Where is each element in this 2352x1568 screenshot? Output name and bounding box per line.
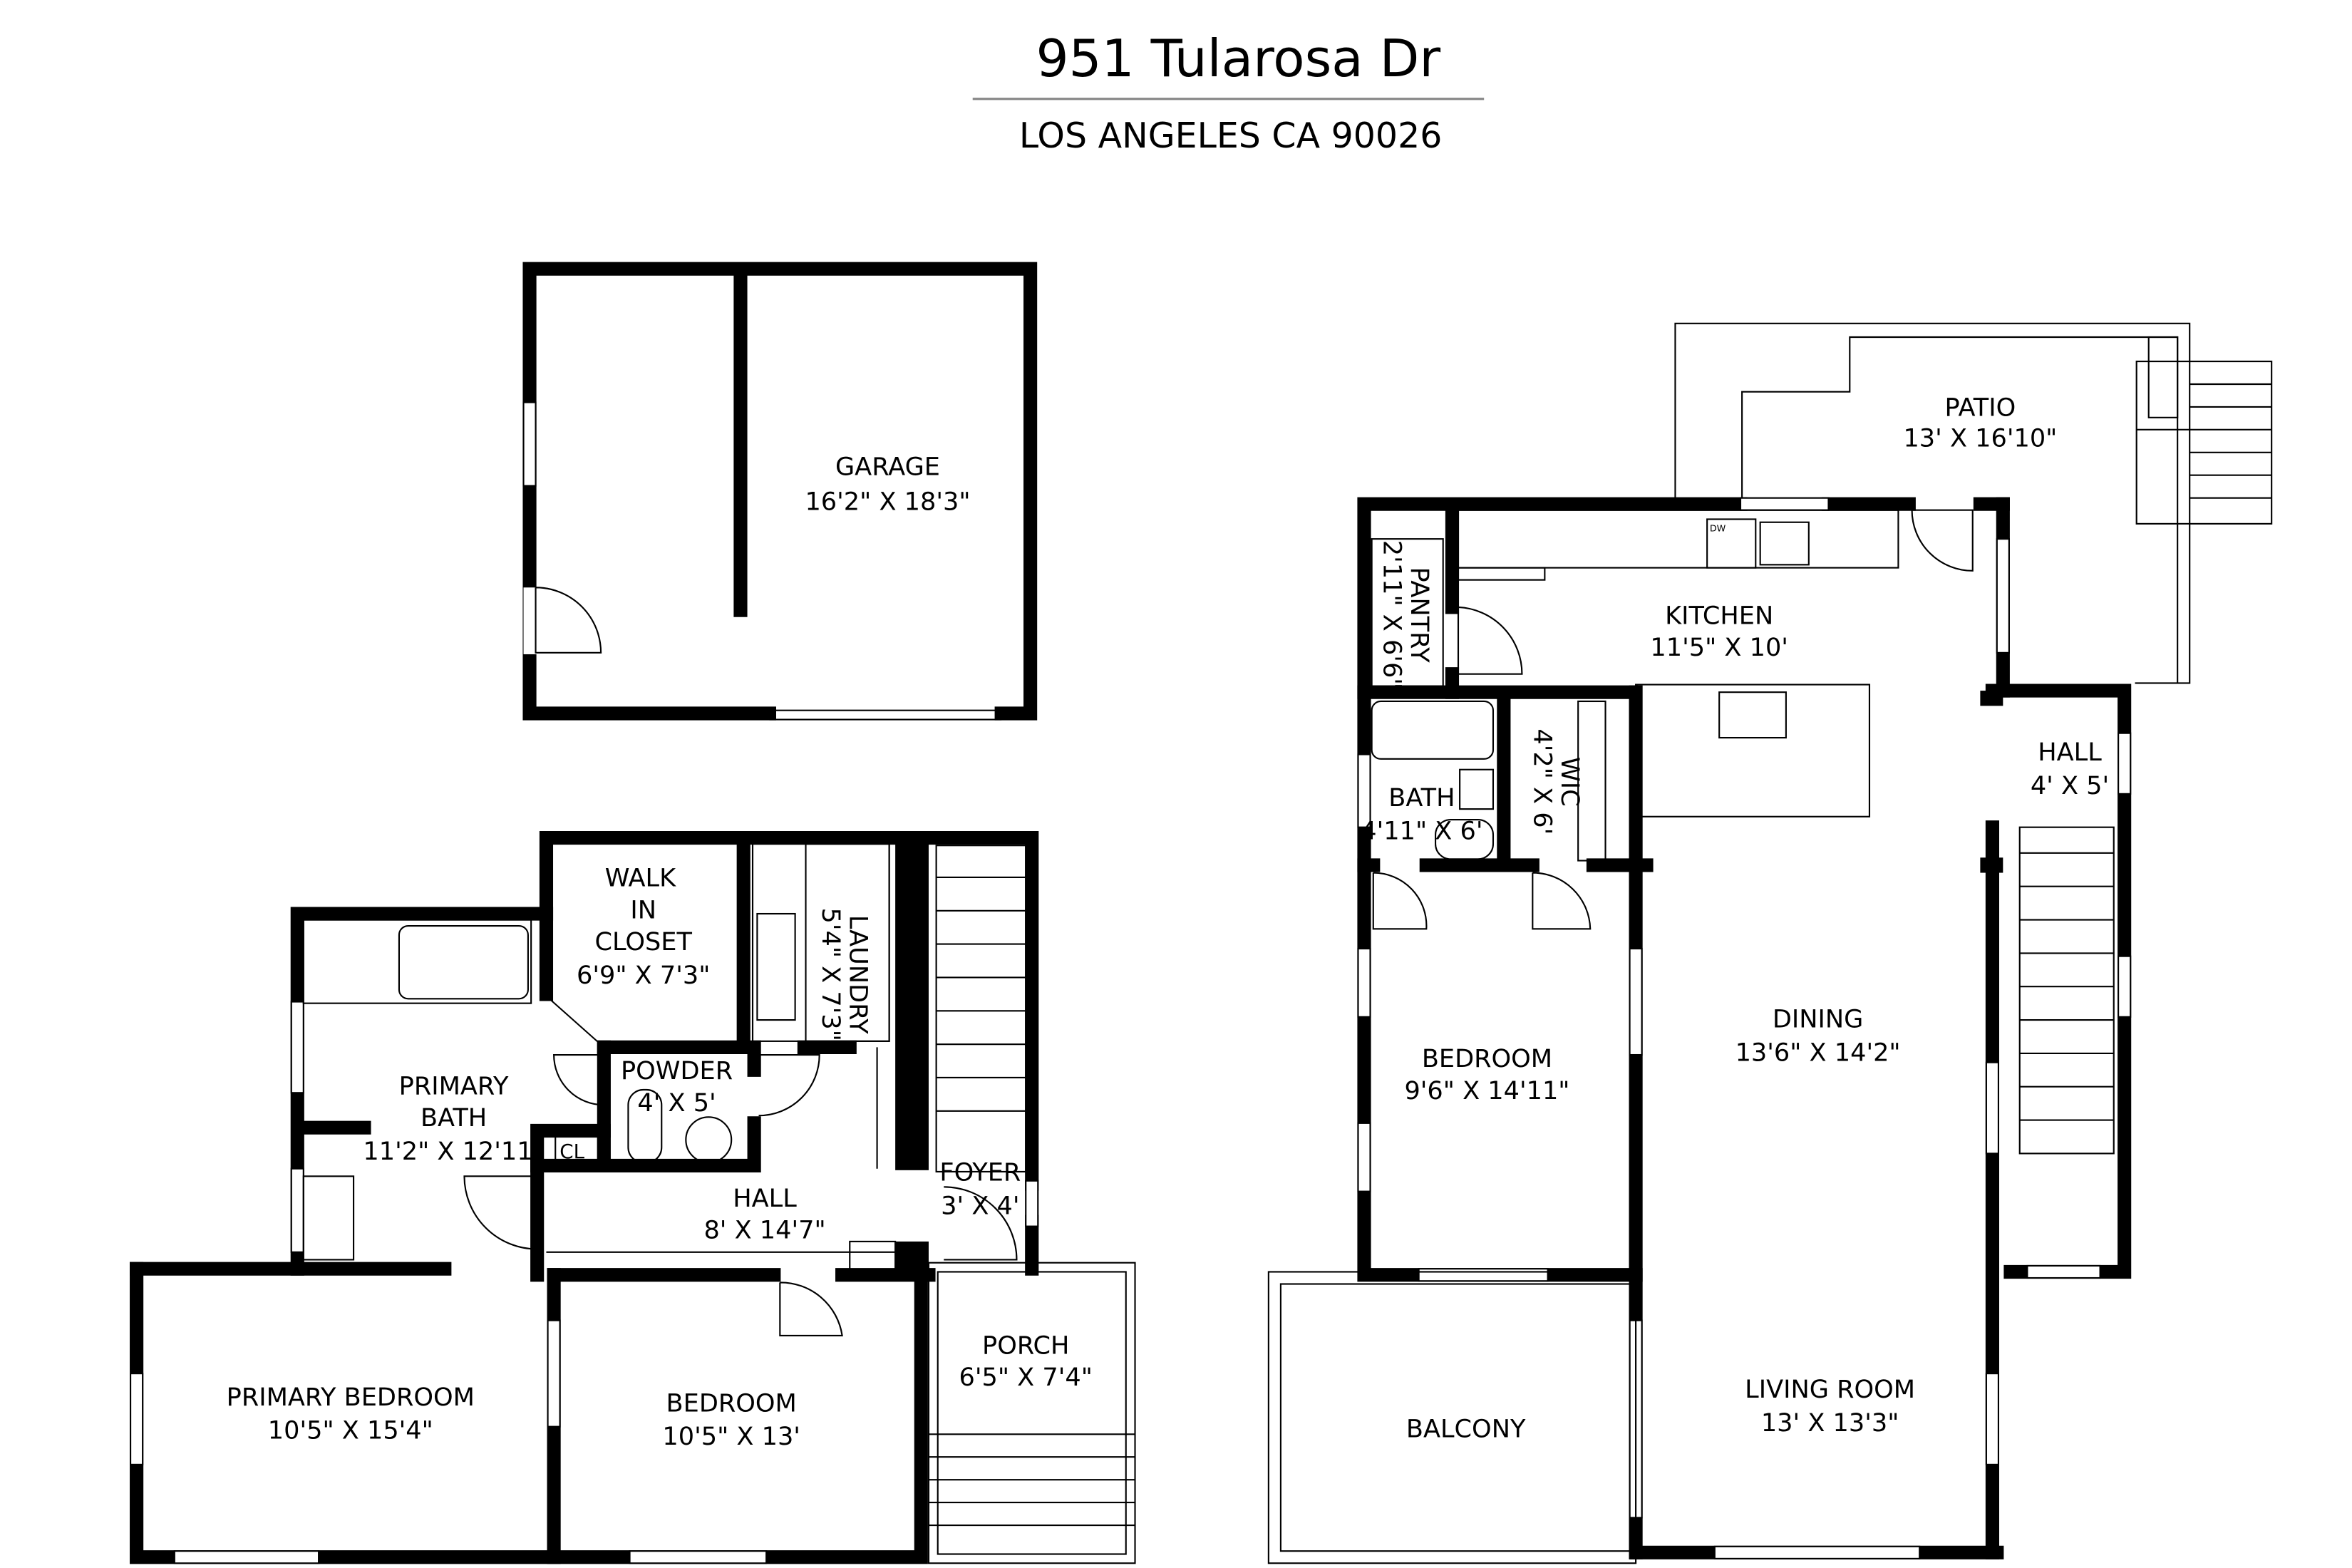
lower-floor-plan [130, 830, 1136, 1564]
dishwasher-label: DW [1710, 524, 1726, 535]
walk-in-closet-label-1: WALK [605, 864, 676, 893]
living-room-dims: 13' X 13'3" [1761, 1408, 1899, 1438]
powder-dims: 4' X 5' [637, 1088, 716, 1118]
hall-lower-dims: 8' X 14'7" [703, 1216, 825, 1245]
wic-dims: 4'2" X 6' [1527, 728, 1557, 835]
balcony-label: BALCONY [1406, 1415, 1526, 1444]
closet-label: CL [559, 1140, 584, 1163]
patio-dims: 13' X 16'10" [1903, 423, 2057, 453]
primary-bedroom-dims: 10'5" X 15'4" [268, 1416, 433, 1445]
living-room-label: LIVING ROOM [1745, 1375, 1915, 1404]
upper-floor-plan [1267, 322, 2273, 1564]
address-title: 951 Tularosa Dr [1036, 29, 1440, 89]
primary-bath-label-1: PRIMARY [399, 1071, 509, 1100]
garage-dims: 16'2" X 18'3" [805, 488, 970, 517]
foyer-dims: 3' X 4' [941, 1192, 1019, 1221]
cooktop-icon [1718, 691, 1787, 739]
bedroom-upper-label: BEDROOM [1422, 1044, 1552, 1073]
patio-label: PATIO [1945, 393, 2016, 423]
kitchen-island [1635, 684, 1871, 817]
door-swing [535, 587, 602, 654]
window [522, 401, 537, 487]
garage-plan [522, 262, 1038, 721]
foyer-label: FOYER [939, 1158, 1021, 1187]
hall-upper-dims: 4' X 5' [2031, 771, 2109, 800]
pantry-label: PANTRY [1405, 567, 1434, 663]
hall-lower-label: HALL [733, 1184, 797, 1213]
garage-label: GARAGE [835, 453, 940, 482]
kitchen-label: KITCHEN [1665, 601, 1773, 630]
bath-dims: 4'11" X 6' [1361, 817, 1482, 846]
porch-dims: 6'5" X 7'4" [959, 1363, 1093, 1392]
porch-label: PORCH [982, 1331, 1069, 1360]
bathtub [398, 924, 529, 1000]
bedroom-lower-dims: 10'5" X 13' [662, 1422, 800, 1451]
wic-label: WIC [1555, 757, 1584, 807]
walk-in-closet-label-2: IN [630, 895, 656, 924]
primary-bath-label-2: BATH [421, 1103, 487, 1133]
primary-bath-dims: 11'2" X 12'11" [363, 1137, 544, 1166]
city-subtitle: LOS ANGELES CA 90026 [1019, 115, 1442, 156]
pantry-dims: 2'11" X 6'6" [1378, 540, 1407, 690]
dining-label: DINING [1773, 1005, 1863, 1034]
kitchen-dims: 11'5" X 10' [1650, 633, 1788, 662]
walk-in-closet-label-3: CLOSET [595, 927, 693, 956]
powder-label: POWDER [621, 1056, 733, 1085]
bedroom-lower-label: BEDROOM [666, 1388, 797, 1418]
bathtub [1371, 700, 1495, 760]
hall-upper-label: HALL [2038, 738, 2102, 767]
bedroom-upper-dims: 9'6" X 14'11" [1404, 1076, 1569, 1105]
dining-dims: 13'6" X 14'2" [1735, 1038, 1901, 1068]
primary-bedroom-label: PRIMARY BEDROOM [227, 1383, 475, 1412]
walk-in-closet-dims: 6'9" X 7'3" [577, 961, 710, 990]
laundry-label: LAUNDRY [843, 915, 872, 1035]
bath-label: BATH [1388, 783, 1455, 813]
laundry-dims: 5'4" X 7'3" [816, 908, 845, 1041]
